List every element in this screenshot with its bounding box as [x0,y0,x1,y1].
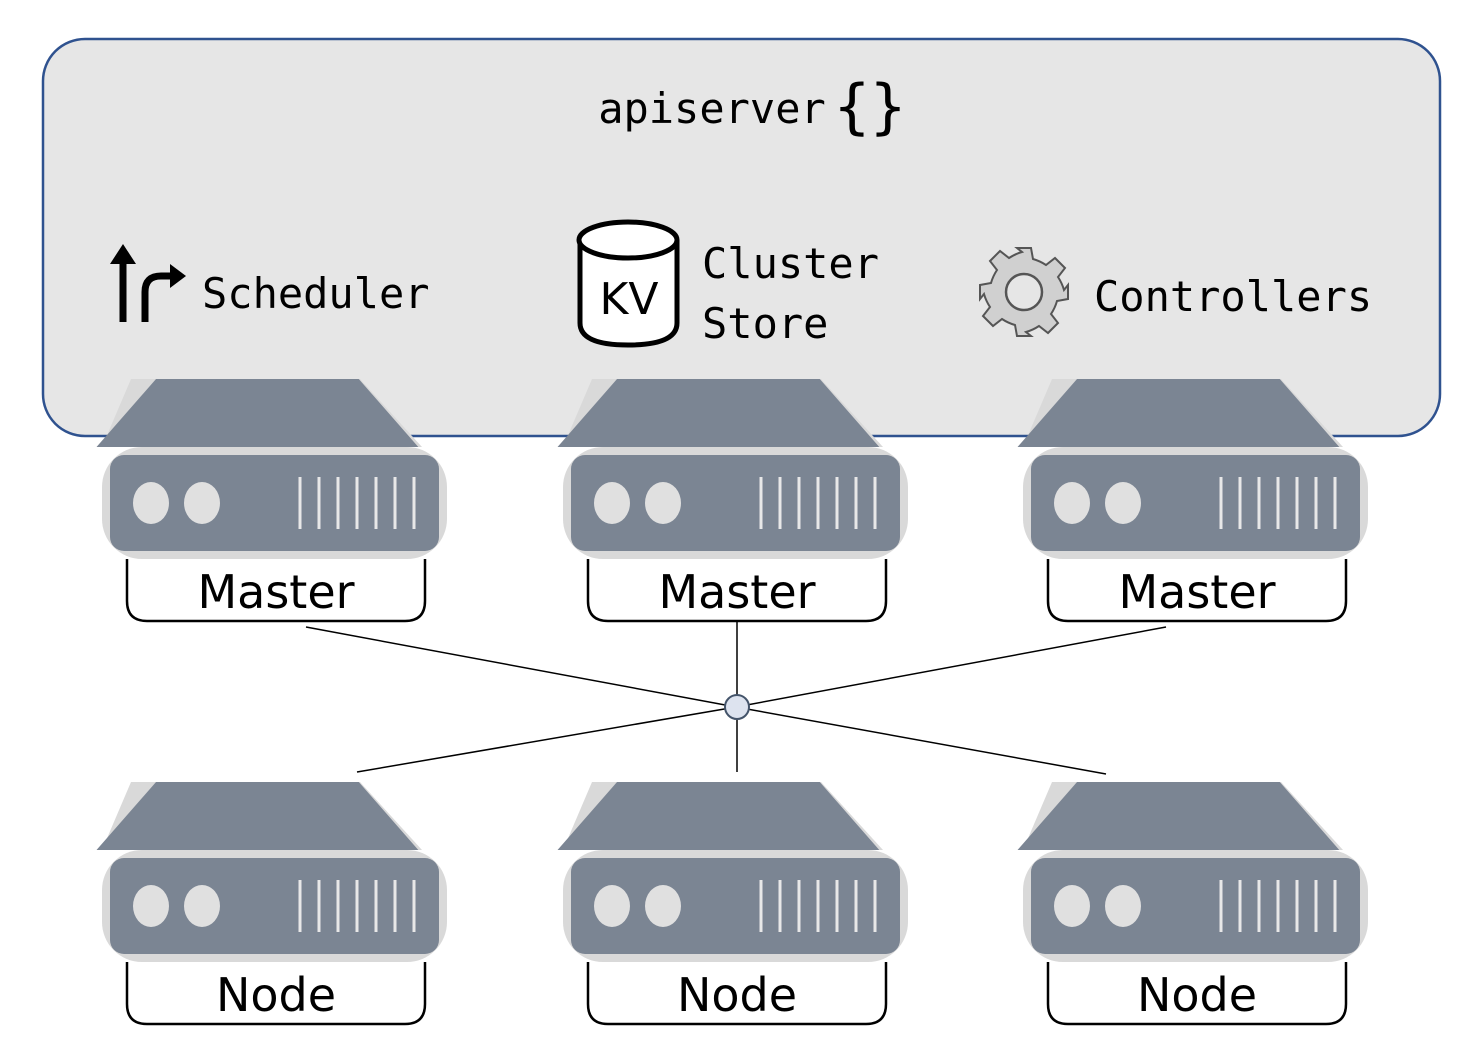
master-server-1: Master [95,377,449,623]
master-label: Master [197,565,354,619]
node-server-3: Node [1016,780,1370,1026]
link-node-1 [356,706,737,773]
scheduler-icon [110,244,186,322]
apiserver-title: apiserver [598,84,826,133]
network-hub [724,694,750,720]
kv-label: KV [600,274,659,325]
node-server-1: Node [95,780,449,1026]
master-server-2: Master [556,377,910,623]
cluster-store-label-line2: Store [702,299,828,348]
controllers-label: Controllers [1094,272,1372,321]
scheduler-label: Scheduler [202,269,430,318]
node-label: Node [216,968,336,1022]
node-label: Node [1137,968,1257,1022]
apiserver-braces: {} [834,72,906,142]
master-label: Master [1118,565,1275,619]
master-server-3: Master [1016,377,1370,623]
link-master-3 [735,626,1167,708]
link-master-1 [305,626,737,708]
cluster-store-label-line1: Cluster [702,239,879,288]
node-server-2: Node [556,780,910,1026]
node-label: Node [677,968,797,1022]
database-icon [576,219,680,348]
link-node-3 [735,706,1107,775]
gear-icon [979,247,1069,337]
master-label: Master [658,565,815,619]
